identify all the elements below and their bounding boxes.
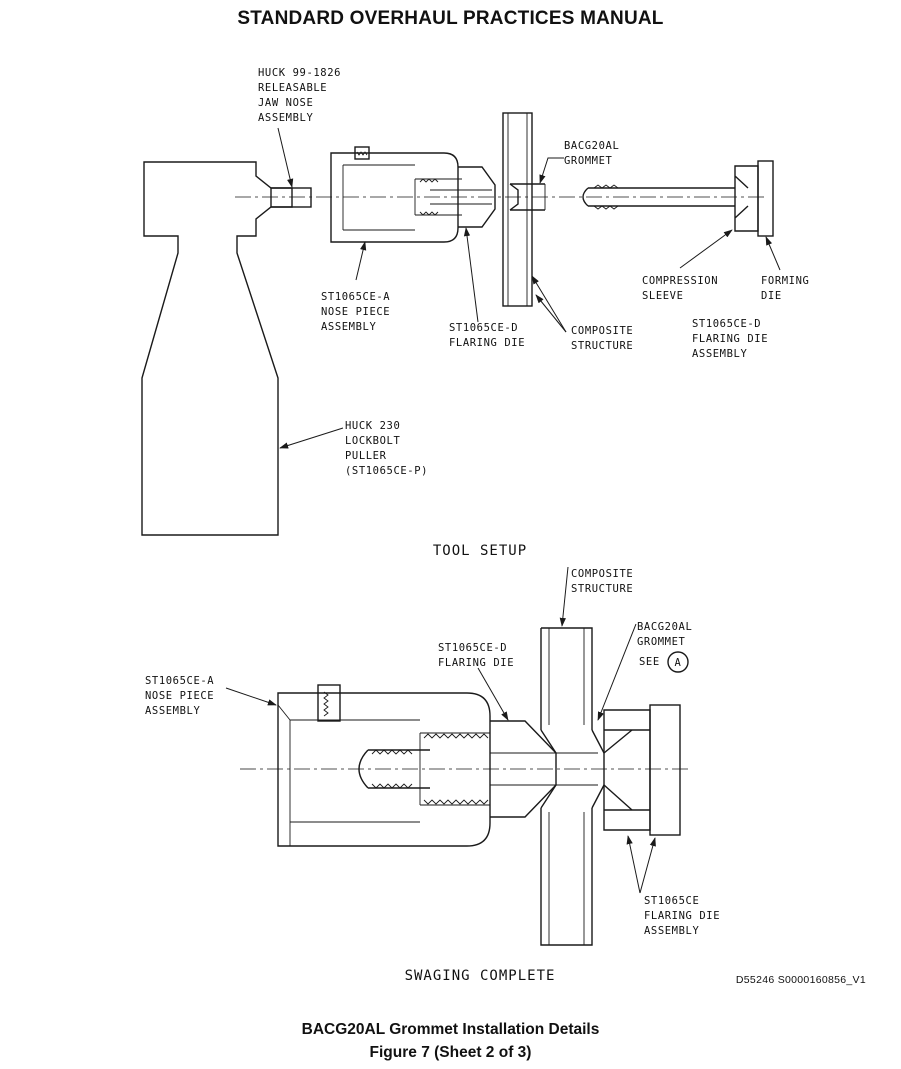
page-header: STANDARD OVERHAUL PRACTICES MANUAL [237, 8, 664, 29]
composite-structure [502, 112, 546, 307]
figure-caption-title: BACG20AL Grommet Installation Details [301, 1021, 600, 1038]
nose-piece-body [277, 684, 491, 847]
label-see: SEE [639, 656, 660, 668]
figure-code: D55246 S0000160856_V1 [736, 974, 866, 986]
jaw-nose [270, 187, 312, 208]
nose-piece-assembly [330, 146, 496, 243]
detail-callout-ref: A [675, 657, 682, 669]
grommet-swaged [540, 729, 605, 809]
detail-callout-circle [667, 651, 689, 673]
flaring-die-tip [458, 166, 496, 228]
forming-die-assembly [582, 160, 774, 237]
view-title-swaging-complete: SWAGING COMPLETE [405, 968, 556, 984]
figure-caption-sheet: Figure 7 (Sheet 2 of 3) [369, 1044, 532, 1061]
grommet [509, 183, 545, 211]
lockbolt-puller [141, 161, 312, 536]
flaring-die-swaged [490, 720, 557, 818]
forming-die-assembly-swaged [603, 704, 681, 836]
view-title-tool-setup: TOOL SETUP [433, 543, 527, 559]
composite-structure-swaged [540, 627, 605, 946]
